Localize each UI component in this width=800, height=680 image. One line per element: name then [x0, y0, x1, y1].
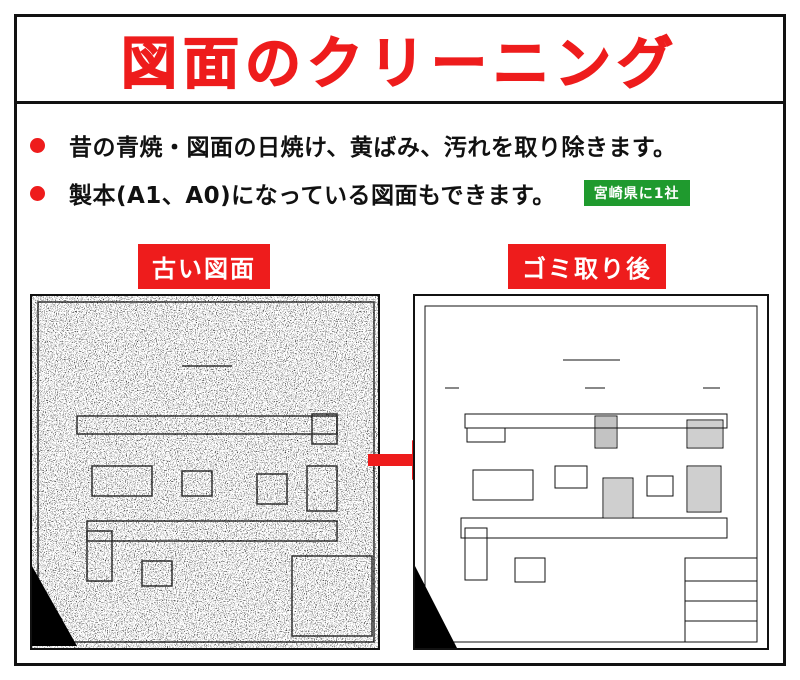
bullet-dot-icon	[30, 137, 45, 153]
region-badge: 宮崎県に1社	[583, 180, 690, 206]
cleaned-drawing-image	[413, 294, 769, 650]
before-label: 古い図面	[138, 244, 270, 289]
bullet-dot-icon	[30, 185, 45, 201]
poster-frame: 図面のクリーニング	[14, 14, 786, 666]
bullet-text: 昔の青焼・図面の日焼け、黄ばみ、汚れを取り除きます。	[69, 135, 677, 161]
bullet-text: 製本(A1、A0)になっている図面もできます。	[69, 183, 556, 209]
old-drawing-svg	[32, 296, 378, 648]
bullet-item: 製本(A1、A0)になっている図面もできます。 宮崎県に1社	[30, 176, 690, 210]
after-label: ゴミ取り後	[508, 244, 666, 289]
title-bar: 図面のクリーニング	[17, 17, 783, 104]
cleaned-drawing-svg	[415, 296, 767, 648]
old-drawing-image	[30, 294, 380, 650]
page-title: 図面のクリーニング	[120, 31, 679, 98]
bullet-item: 昔の青焼・図面の日焼け、黄ばみ、汚れを取り除きます。	[30, 128, 677, 162]
